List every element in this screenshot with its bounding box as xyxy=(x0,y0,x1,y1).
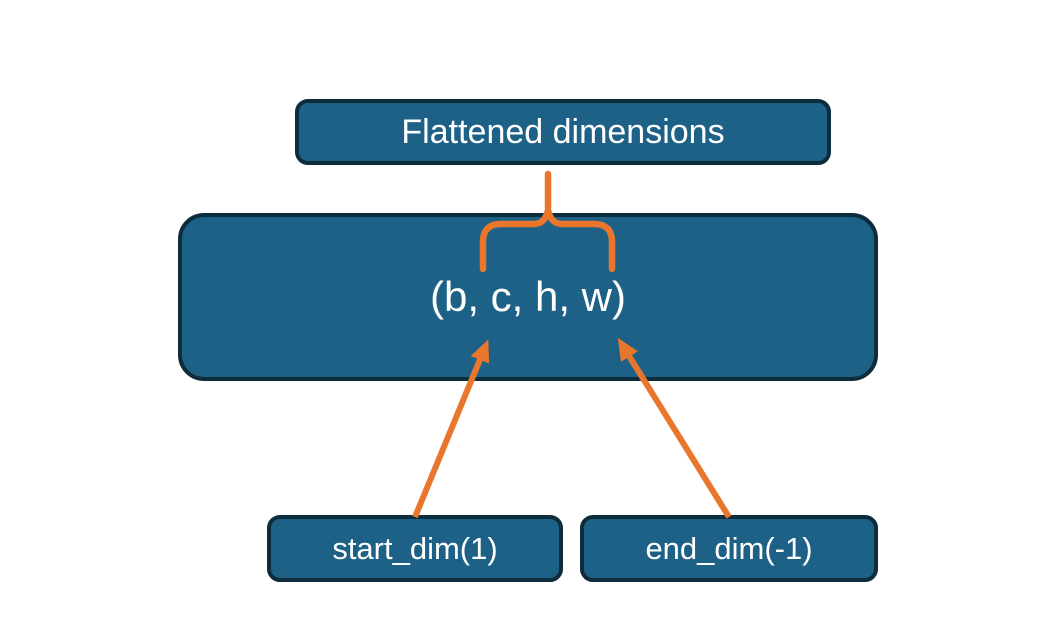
flattened-dimensions-box: Flattened dimensions xyxy=(295,99,831,165)
tensor-shape-box: (b, c, h, w) xyxy=(178,213,878,381)
flattened-dimensions-label: Flattened dimensions xyxy=(401,113,725,151)
end-dim-label: end_dim(-1) xyxy=(645,531,813,566)
start-dim-label: start_dim(1) xyxy=(332,531,498,566)
start-dim-box: start_dim(1) xyxy=(267,515,563,582)
tensor-shape-label: (b, c, h, w) xyxy=(429,273,627,320)
end-dim-box: end_dim(-1) xyxy=(580,515,878,582)
